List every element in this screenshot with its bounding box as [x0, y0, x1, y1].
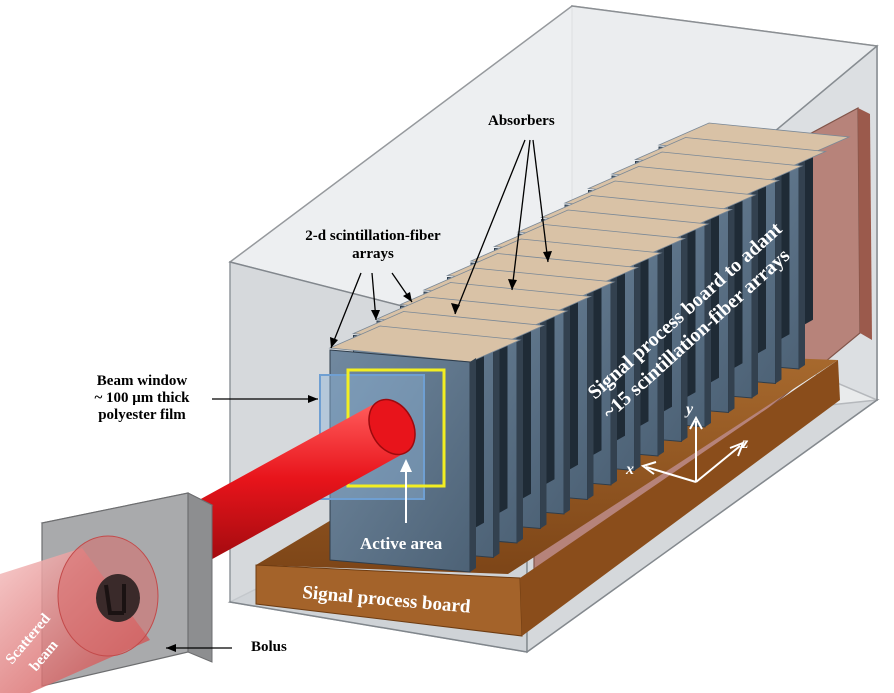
axis-x-label: x [625, 461, 634, 478]
beam-window-label-line2: ~ 100 μm thick [94, 390, 190, 406]
plate-edge [611, 271, 617, 485]
absorber-fin [687, 213, 696, 397]
absorber-fin [499, 329, 508, 513]
leader-lines [166, 139, 549, 649]
plate-1 [328, 325, 522, 573]
absorber-fin [476, 344, 484, 528]
fiber-layer [328, 325, 522, 363]
beam-window-label-line3: polyester film [98, 407, 186, 423]
plate-edge [634, 256, 641, 471]
plate-edge [587, 285, 594, 500]
plate-edge [517, 329, 523, 543]
target-marker [96, 574, 140, 622]
plate-edge [728, 198, 735, 413]
axis-y-label: y [684, 401, 694, 418]
plate-edge [564, 300, 570, 514]
plate-edge [705, 213, 711, 427]
beam [168, 398, 416, 568]
fiber-arrays-label-line2: arrays [352, 246, 394, 262]
absorber-fin [711, 199, 719, 383]
absorber-fin [546, 300, 555, 484]
plate-edge [775, 169, 782, 384]
absorber-fin [805, 141, 813, 325]
plate-edge [752, 184, 758, 398]
absorber-fin [758, 170, 766, 354]
plate-edge [540, 314, 547, 529]
beam-window-label-line1: Beam window [96, 373, 188, 389]
absorber-fin [640, 242, 649, 426]
absorber-fin [664, 228, 672, 412]
plate-stack [328, 122, 851, 573]
absorber-fin [734, 184, 743, 368]
plate-edge [493, 343, 500, 558]
side-board-edge [858, 108, 872, 340]
plate-edge [470, 358, 476, 572]
absorber-fin [523, 315, 531, 499]
bolus-label: Bolus [251, 639, 287, 655]
active-area-label: Active area [360, 534, 443, 553]
bolus-side [187, 492, 213, 663]
beam-end [368, 398, 416, 456]
beam-body [168, 405, 410, 568]
absorber-fin [593, 271, 602, 455]
absorber-fin [617, 257, 625, 441]
plate-edge [681, 227, 688, 442]
active-area-arrow [400, 459, 412, 523]
signal-board-side [520, 360, 840, 636]
coordinate-axes [640, 415, 745, 483]
absorber-fin [781, 155, 790, 339]
fiber-arrays-label-line1: 2-d scintillation-fiber [305, 228, 441, 244]
plate-edge [658, 242, 664, 456]
absorbers-label: Absorbers [488, 113, 555, 129]
absorber-fin [570, 286, 578, 470]
axis-z-label: z [741, 435, 749, 452]
leader-arrowheads [166, 251, 552, 652]
plate-edge [799, 155, 805, 369]
